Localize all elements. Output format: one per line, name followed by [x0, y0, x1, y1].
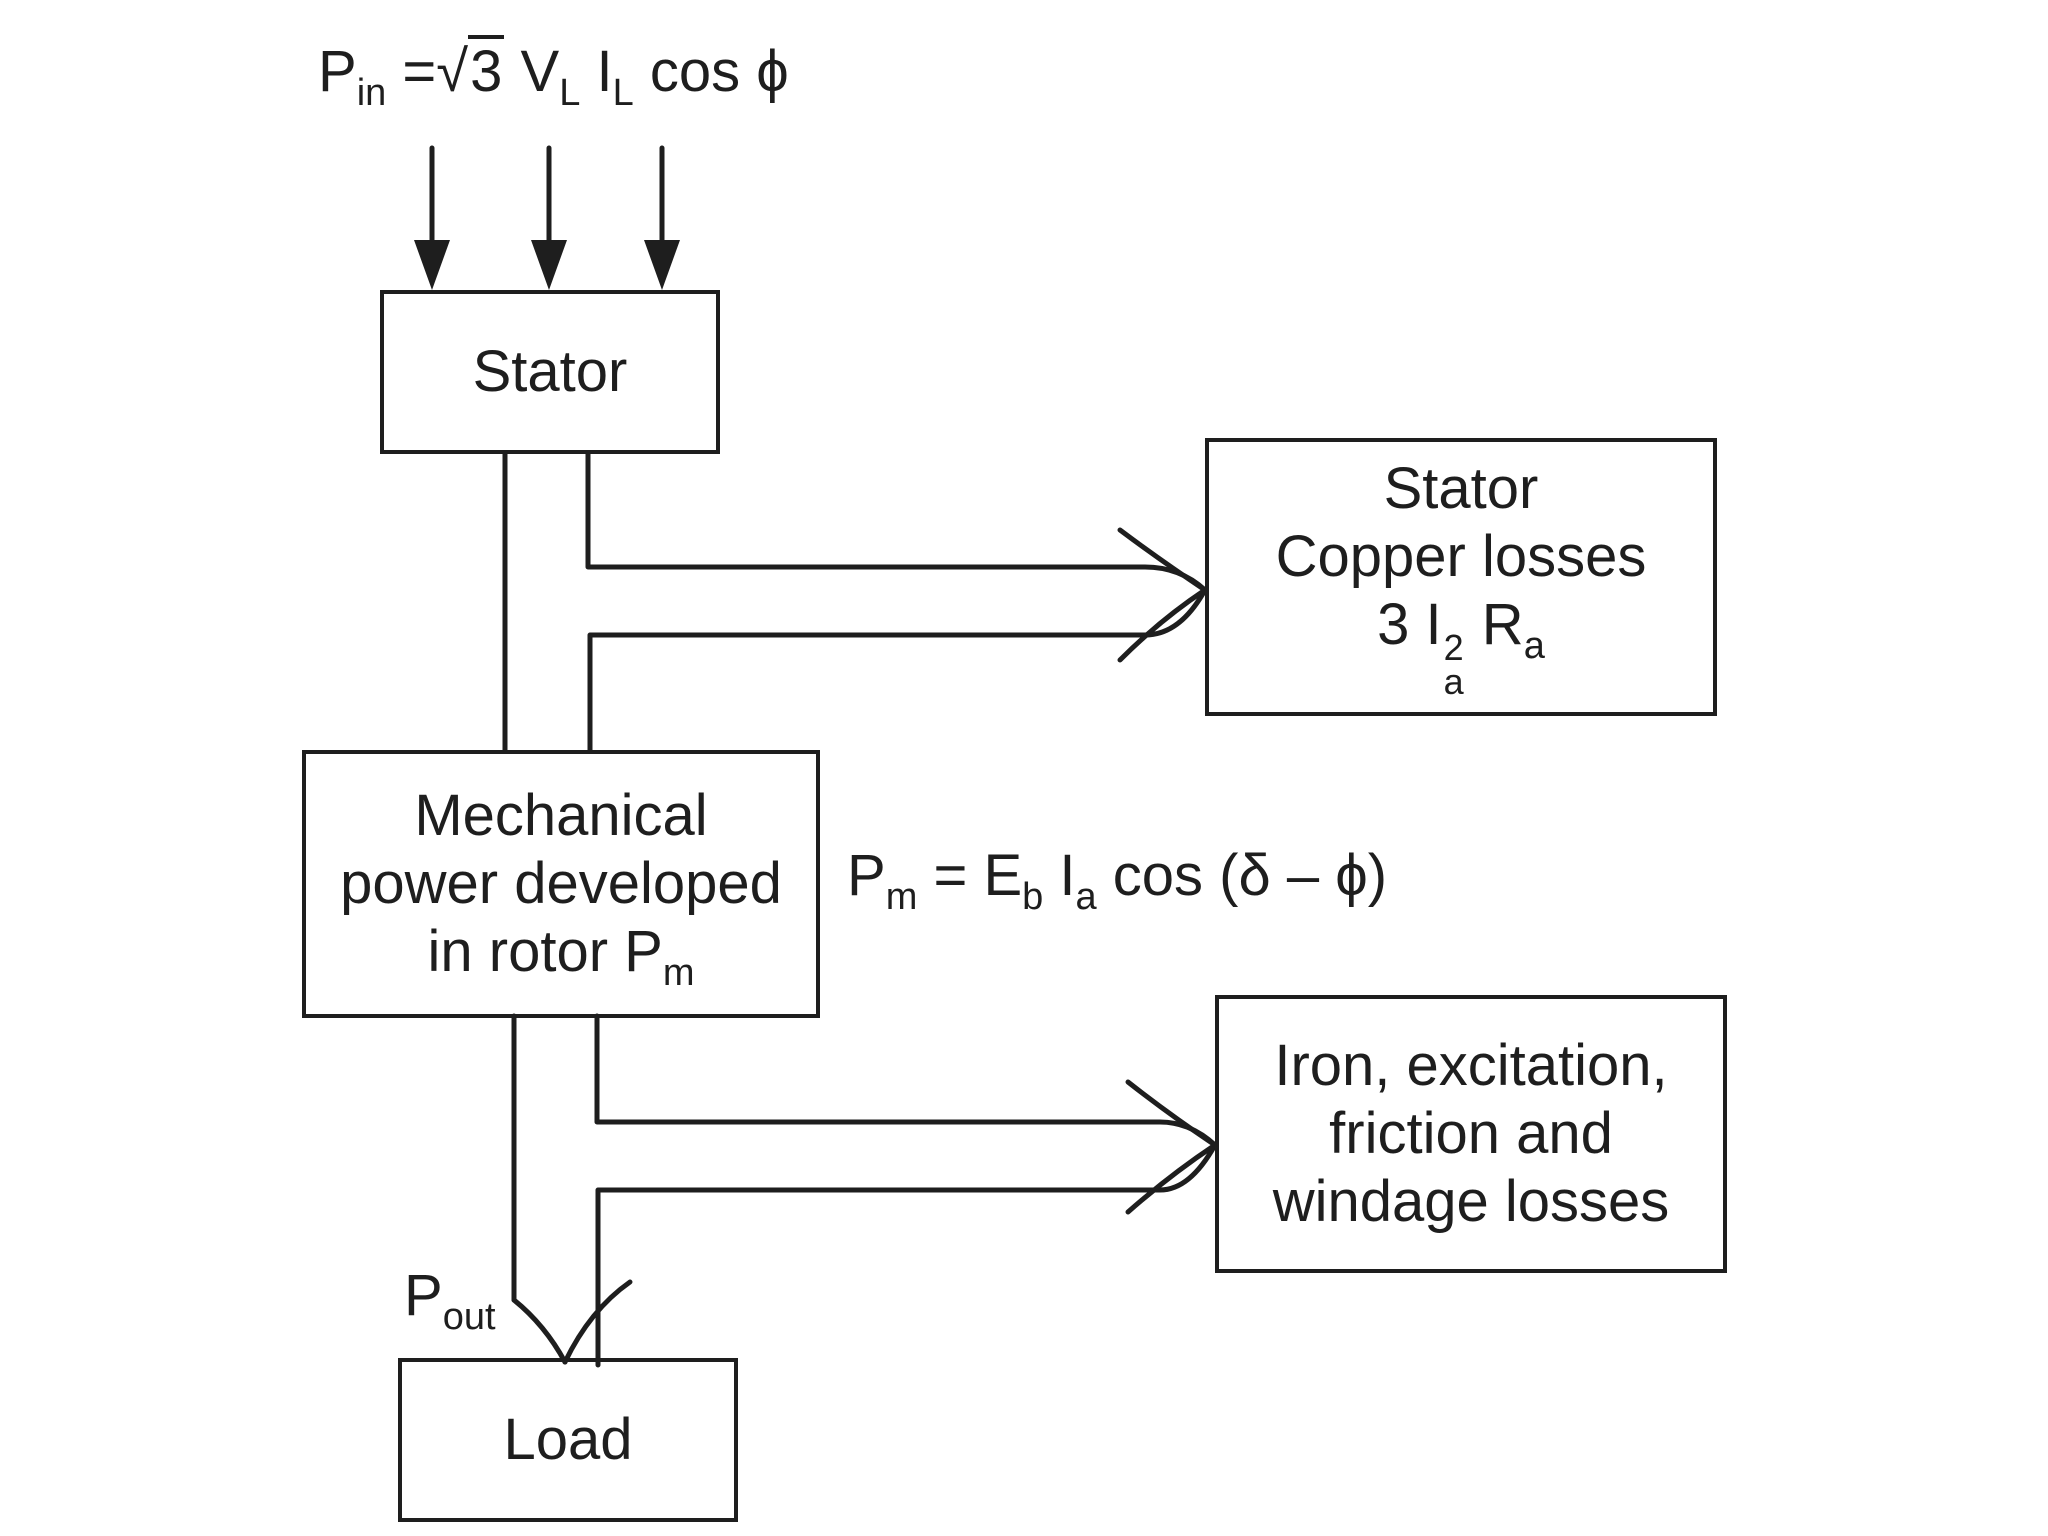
vl-symbol: V — [504, 39, 560, 104]
stator-loss-path-lower — [587, 587, 1208, 753]
mechanical-line1: Mechanical — [414, 783, 708, 848]
vl-subscript: L — [559, 72, 581, 114]
mechanical-line3-text: in rotor P — [427, 919, 663, 984]
sqrt-radicand: 3 — [468, 35, 505, 104]
il-subscript: L — [612, 72, 634, 114]
equals-sign: = — [386, 39, 437, 104]
load-box: Load — [398, 1358, 738, 1522]
pin-symbol: P — [318, 39, 357, 104]
stator-loss-arrowhead-lower — [1117, 587, 1208, 663]
sqrt-sign: √ — [436, 39, 469, 104]
input-arrowhead-1 — [414, 240, 450, 290]
il-symbol: I — [580, 39, 613, 104]
stator-box: Stator — [380, 290, 720, 454]
pm-subscript: m — [662, 952, 695, 994]
input-power-formula: Pin =√3 VL IL cos ϕ — [318, 35, 789, 112]
pin-subscript: in — [356, 72, 387, 114]
stator-losses-line1: Stator — [1383, 456, 1539, 521]
pout-label: Pout — [404, 1262, 496, 1336]
cos-delta-phi: cos (δ – ϕ) — [1096, 843, 1388, 908]
stator-loss-arrowhead-upper — [1117, 527, 1208, 593]
rotor-loss-arrowhead-upper — [1125, 1079, 1218, 1148]
rotor-loss-arrowhead-lower — [1125, 1142, 1218, 1215]
mechanical-line3: in rotor Pm — [427, 918, 695, 992]
rotor-loss-path-lower — [595, 1142, 1218, 1368]
iron-losses-line2: friction and — [1329, 1101, 1613, 1166]
iron-losses-line3: windage losses — [1272, 1169, 1670, 1234]
input-arrowhead-3 — [644, 240, 680, 290]
mechanical-line2: power developed — [340, 851, 782, 916]
pout-symbol: P — [404, 1263, 443, 1328]
pm-formula: Pm = Eb Ia cos (δ – ϕ) — [847, 842, 1388, 916]
pm-symbol: P — [847, 843, 886, 908]
three-i-symbol: 3 I — [1377, 592, 1442, 657]
stator-losses-line2: Copper losses — [1275, 524, 1647, 589]
mechanical-power-box: Mechanical power developed in rotor Pm — [302, 750, 820, 1018]
ra-subscript: a — [1523, 625, 1545, 667]
ia-subscript: a — [1443, 661, 1464, 702]
iron-friction-losses-box: Iron, excitation, friction and windage l… — [1215, 995, 1727, 1273]
iron-losses-line1: Iron, excitation, — [1274, 1033, 1668, 1098]
stator-loss-path-upper — [585, 451, 1208, 593]
ra-symbol: R — [1465, 592, 1524, 657]
pout-subscript: out — [442, 1296, 496, 1338]
eb-symbol: = E — [917, 843, 1023, 908]
cos-phi: cos ϕ — [633, 39, 789, 104]
eb-subscript: b — [1022, 876, 1044, 918]
ia-symbol: I — [1043, 843, 1076, 908]
load-label: Load — [503, 1407, 633, 1472]
stator-label: Stator — [472, 339, 628, 404]
input-arrowhead-2 — [531, 240, 567, 290]
pm-formula-subscript: m — [885, 876, 918, 918]
load-arrowhead-left — [511, 1297, 568, 1365]
ia-formula-subscript: a — [1075, 876, 1097, 918]
rotor-loss-path-upper — [594, 1013, 1218, 1148]
squared-superscript: 2 — [1443, 627, 1464, 668]
load-arrowhead-right — [562, 1279, 633, 1365]
